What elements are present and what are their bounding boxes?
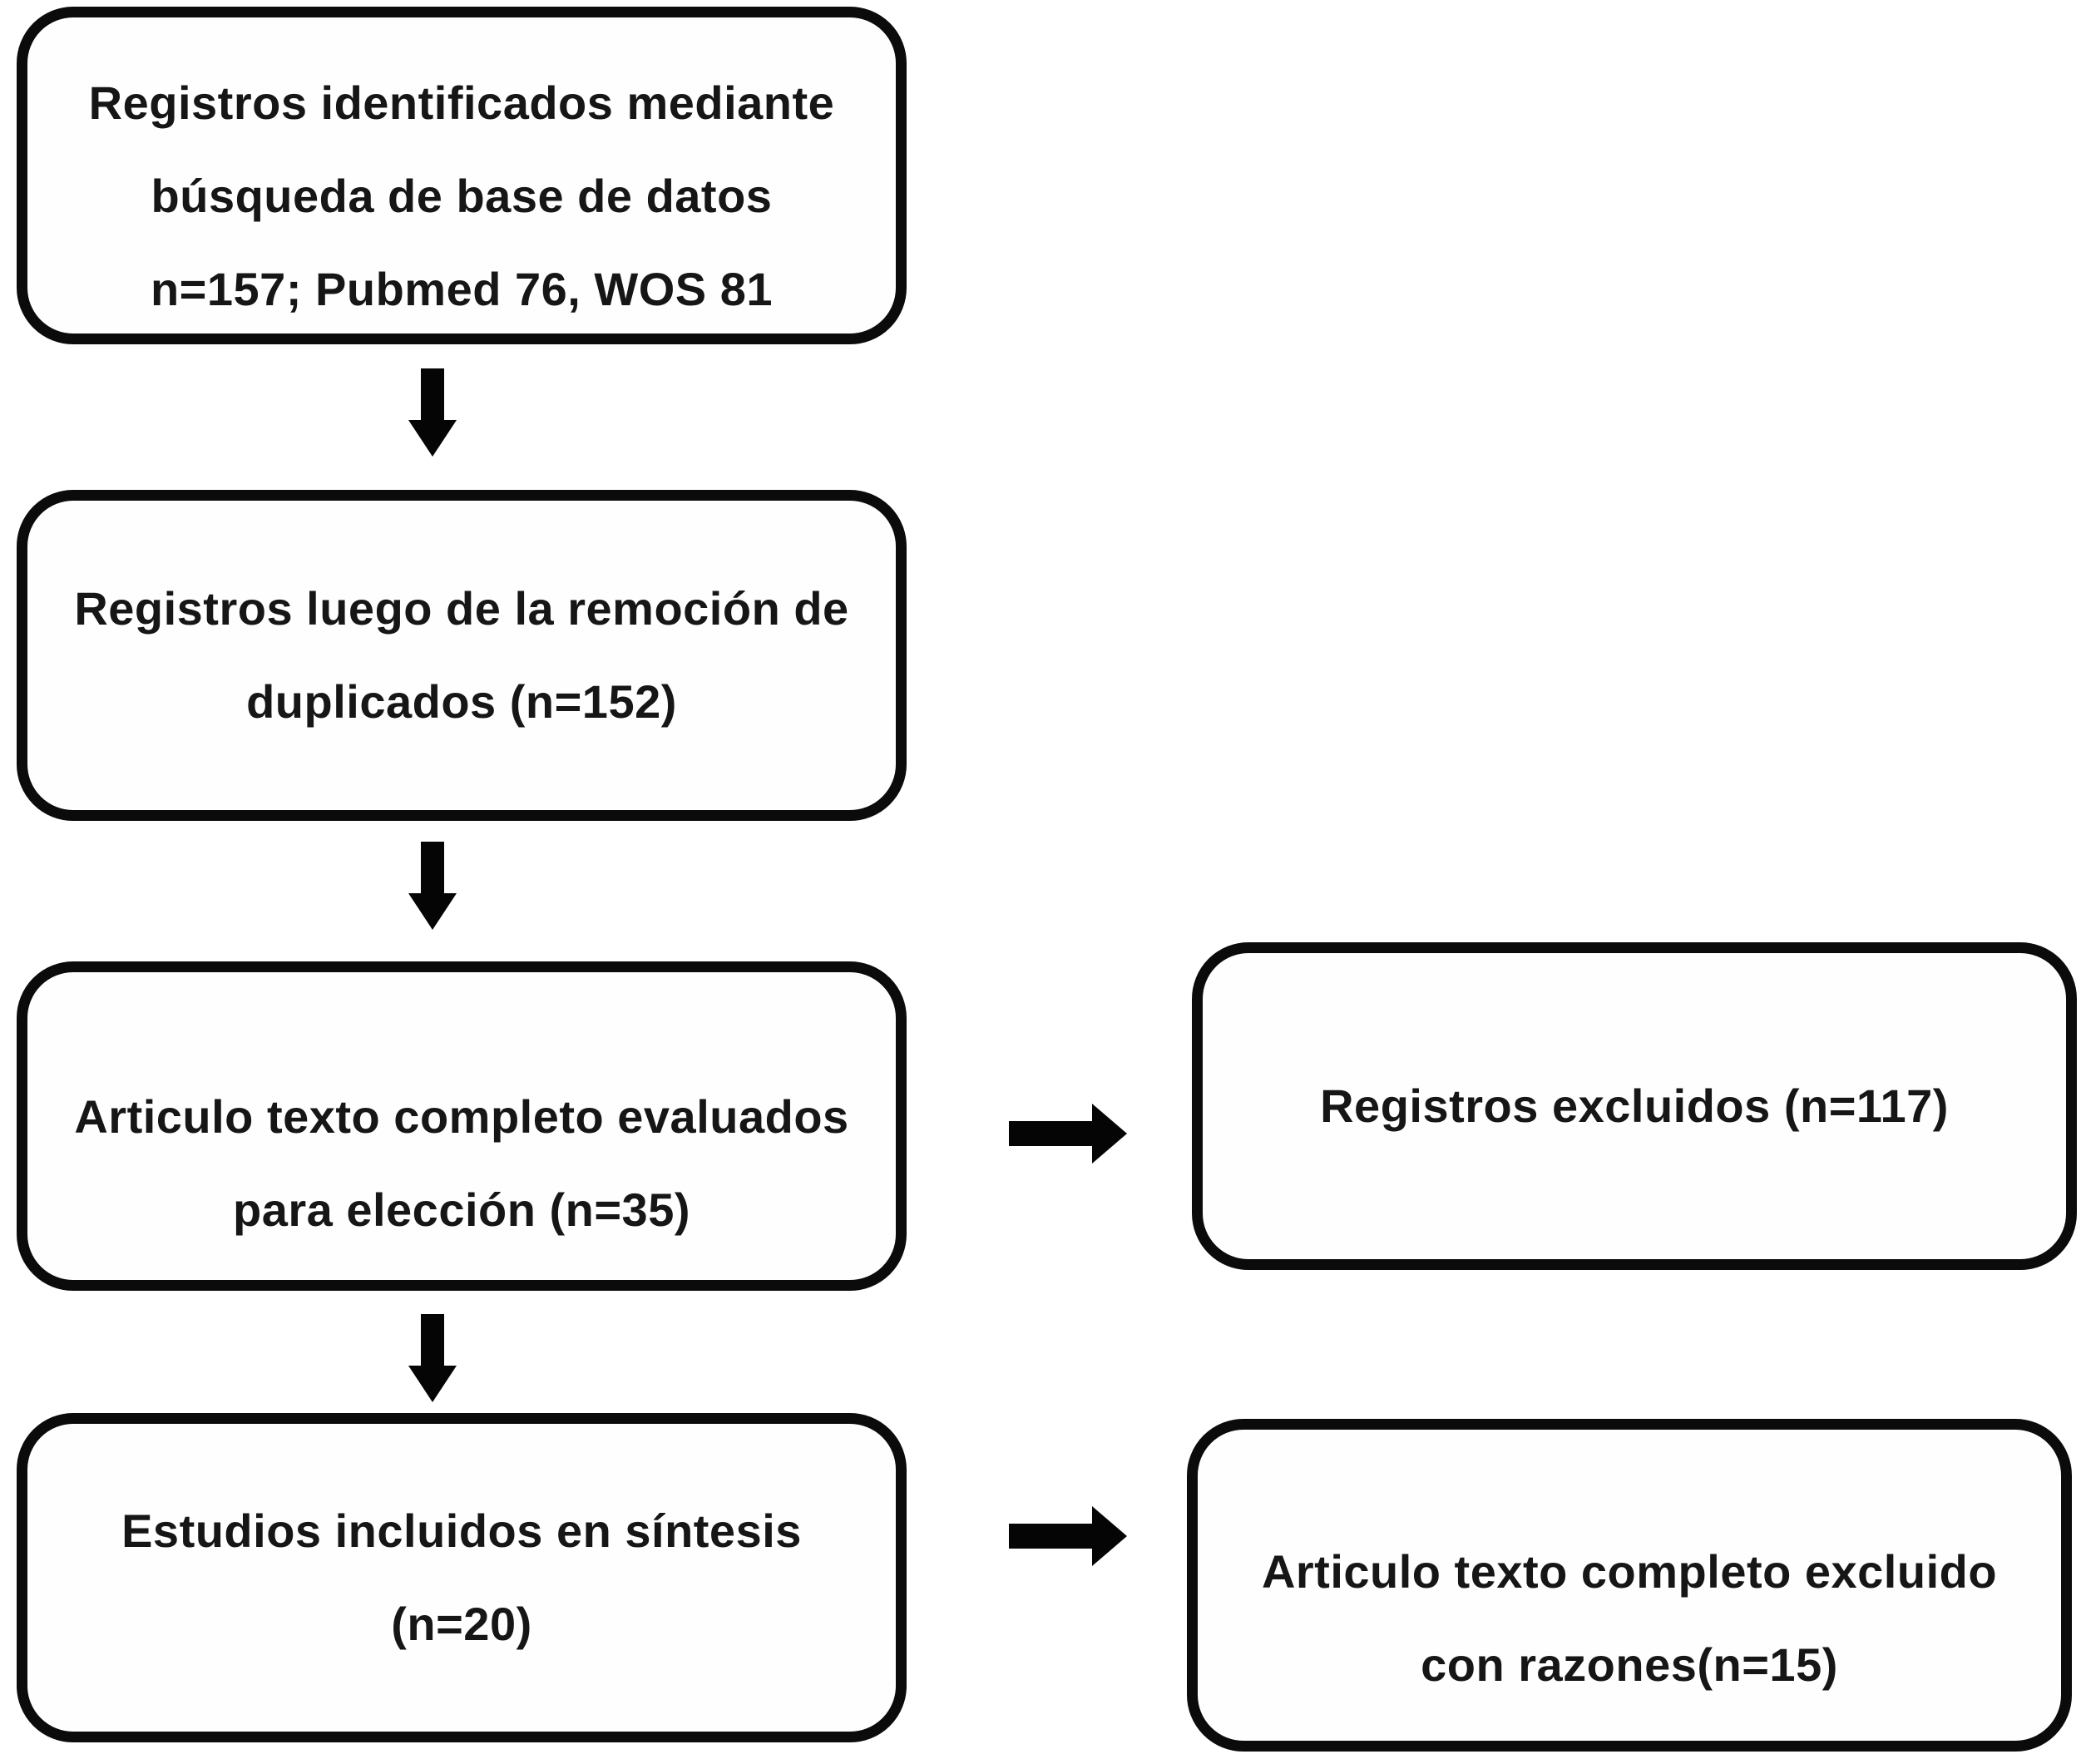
box-records-excluded-text: Registros excluidos (n=117) <box>1320 1060 1949 1153</box>
arrow-right-icon <box>1009 1104 1127 1164</box>
arrow-stem <box>1009 1524 1092 1549</box>
box-records-identified: Registros identificados mediante búsqued… <box>17 7 907 344</box>
arrow-head <box>1092 1506 1127 1566</box>
arrow-head <box>408 1366 457 1402</box>
box-line: (n=20) <box>391 1598 532 1650</box>
arrow-stem <box>421 842 444 893</box>
box-line: para elección (n=35) <box>232 1183 690 1236</box>
arrow-right-icon <box>1009 1506 1127 1566</box>
box-line: Registros luego de la remoción de <box>74 582 849 635</box>
box-fulltext-assessed: Articulo texto completo evaluados para e… <box>17 961 907 1291</box>
box-line: Articulo texto completo evaluados <box>74 1090 849 1143</box>
arrow-down-icon <box>408 368 457 457</box>
box-duplicates-removed: Registros luego de la remoción de duplic… <box>17 490 907 821</box>
box-studies-included-text: Estudios incluidos en síntesis (n=20) <box>121 1485 802 1671</box>
box-line: Registros identificados mediante <box>88 77 835 129</box>
box-fulltext-excluded: Articulo texto completo excluido con raz… <box>1187 1419 2072 1752</box>
arrow-head <box>408 420 457 457</box>
arrow-stem <box>1009 1121 1092 1146</box>
arrow-down-icon <box>408 1314 457 1402</box>
box-line: n=157; Pubmed 76, WOS 81 <box>150 263 774 315</box>
box-fulltext-assessed-text: Articulo texto completo evaluados para e… <box>74 1070 848 1257</box>
box-line: Estudios incluidos en síntesis <box>121 1505 802 1557</box>
box-line: búsqueda de base de datos <box>151 170 773 222</box>
arrow-stem <box>421 368 444 420</box>
arrow-head <box>1092 1104 1127 1164</box>
box-line: duplicados (n=152) <box>246 675 677 728</box>
arrow-stem <box>421 1314 444 1366</box>
box-records-excluded: Registros excluidos (n=117) <box>1192 942 2077 1270</box>
box-line: Registros excluidos (n=117) <box>1320 1080 1949 1132</box>
box-studies-included: Estudios incluidos en síntesis (n=20) <box>17 1413 907 1742</box>
arrow-down-icon <box>408 842 457 930</box>
box-line: Articulo texto completo excluido <box>1261 1545 1998 1598</box>
box-fulltext-excluded-text: Articulo texto completo excluido con raz… <box>1262 1525 1997 1712</box>
box-line: con razones(n=15) <box>1421 1638 1838 1691</box>
box-duplicates-removed-text: Registros luego de la remoción de duplic… <box>74 562 848 749</box>
arrow-head <box>408 893 457 930</box>
box-records-identified-text: Registros identificados mediante búsqued… <box>89 57 835 336</box>
